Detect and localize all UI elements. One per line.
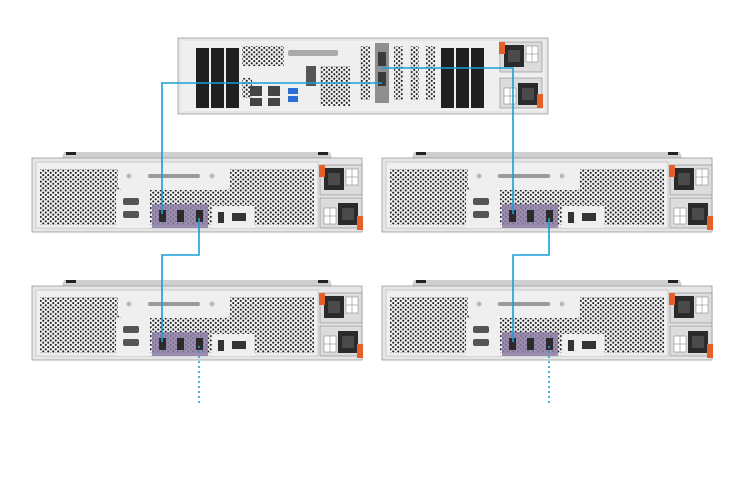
expansion-unit-1 <box>32 152 363 232</box>
drive-bays-right <box>441 48 484 108</box>
cable-unit-2-to-unit-4 <box>512 218 550 342</box>
cable-unit-1-to-unit-3 <box>161 218 200 342</box>
cable-host-to-unit-2 <box>382 67 514 214</box>
expansion-unit-3 <box>32 280 363 360</box>
drive-bays-left <box>196 48 239 108</box>
expansion-unit-2 <box>382 152 713 232</box>
cable-host-to-unit-1 <box>161 82 382 214</box>
host-nas-server <box>177 37 549 115</box>
expansion-unit-4 <box>382 280 713 360</box>
